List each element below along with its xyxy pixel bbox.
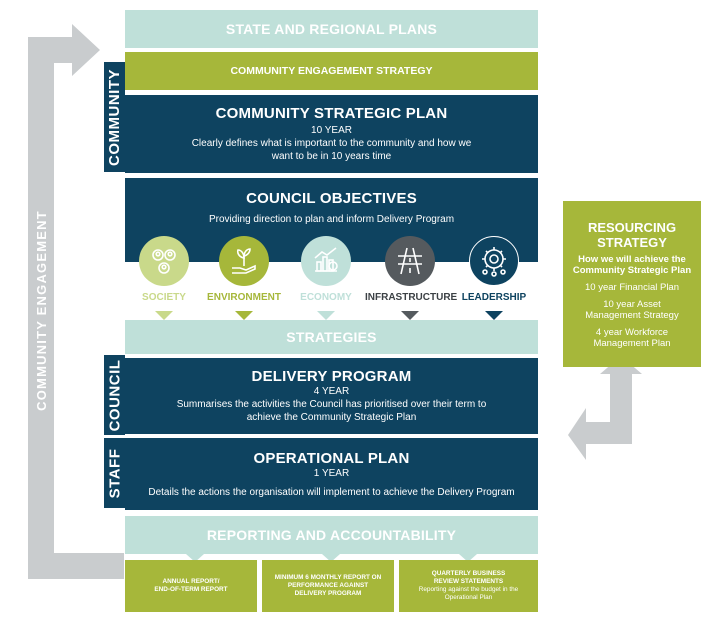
state-regional-plans-band: STATE AND REGIONAL PLANS [125, 10, 538, 48]
objectives-title: COUNCIL OBJECTIVES [246, 190, 417, 207]
delivery-program-band: DELIVERY PROGRAM 4 YEAR Summarises the a… [125, 358, 538, 434]
road-icon [385, 236, 435, 286]
operational-plan-band: OPERATIONAL PLAN 1 YEAR Details the acti… [125, 438, 538, 510]
operational-years: 1 YEAR [313, 467, 350, 479]
community-engagement-text: COMMUNITY ENGAGEMENT [33, 209, 49, 411]
economy-chart-icon [301, 236, 351, 286]
csp-desc-1: Clearly defines what is important to the… [191, 138, 472, 149]
society-icon [139, 236, 189, 286]
delivery-desc-2: achieve the Community Strategic Plan [246, 412, 417, 423]
society-pointer [155, 311, 173, 320]
report-pointer-2 [322, 554, 340, 562]
gear-people-icon [469, 236, 519, 286]
report-annual: ANNUAL REPORT/ END-OF-TERM REPORT [125, 560, 257, 612]
staff-tab: STAFF [104, 438, 125, 508]
council-tab: COUNCIL [104, 355, 125, 435]
community-strategic-plan-band: COMMUNITY STRATEGIC PLAN 10 YEAR Clearly… [125, 95, 538, 173]
objective-leadership-label: LEADERSHIP [461, 292, 527, 303]
objective-environment-label: ENVIRONMENT [207, 292, 281, 303]
objective-society-label: SOCIETY [142, 292, 186, 303]
csp-desc-2: want to be in 10 years time [271, 151, 392, 162]
reporting-band: REPORTING AND ACCOUNTABILITY [125, 516, 538, 554]
csp-years: 10 YEAR [311, 125, 352, 136]
plant-hand-icon [219, 236, 269, 286]
leadership-pointer [485, 311, 503, 320]
environment-pointer [235, 311, 253, 320]
community-engagement-label: COMMUNITY ENGAGEMENT [28, 180, 54, 440]
strategies-band: STRATEGIES [125, 320, 538, 354]
report-six-monthly: MINIMUM 6 MONTHLY REPORT ON PERFORMANCE … [262, 560, 394, 612]
community-engagement-strategy-band: COMMUNITY ENGAGEMENT STRATEGY [125, 52, 538, 90]
infrastructure-pointer [401, 311, 419, 320]
operational-desc: Details the actions the organisation wil… [148, 486, 515, 498]
report-pointer-3 [459, 554, 477, 562]
report-quarterly: QUARTERLY BUSINESS REVIEW STATEMENTS Rep… [399, 560, 538, 612]
objective-infrastructure-label: INFRASTRUCTURE [365, 292, 458, 303]
operational-title: OPERATIONAL PLAN [253, 449, 410, 467]
report-pointer-1 [186, 554, 204, 562]
resourcing-return-arrow [568, 394, 632, 460]
csp-title: COMMUNITY STRATEGIC PLAN [215, 105, 448, 122]
delivery-desc-1: Summarises the activities the Council ha… [176, 399, 487, 410]
economy-pointer [317, 311, 335, 320]
objectives-desc: Providing direction to plan and inform D… [208, 214, 455, 225]
resourcing-strategy-box: RESOURCING STRATEGY How we will achieve … [563, 201, 701, 367]
delivery-years: 4 YEAR [313, 386, 350, 397]
community-tab: COMMUNITY [104, 62, 125, 172]
objective-economy-label: ECONOMY [300, 292, 352, 303]
delivery-title: DELIVERY PROGRAM [251, 368, 412, 385]
